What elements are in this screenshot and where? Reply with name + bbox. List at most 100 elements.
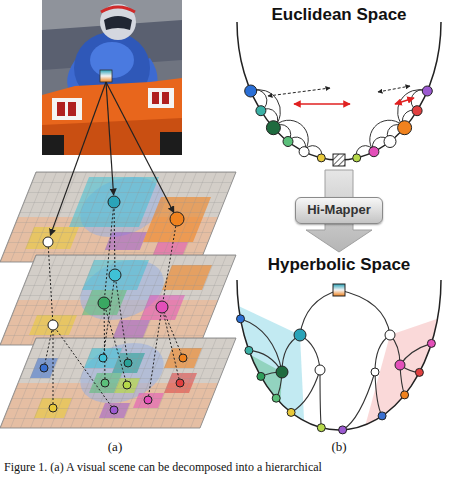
embedding-dot xyxy=(333,154,345,166)
kart-photo xyxy=(152,92,159,104)
feature-layer xyxy=(0,172,236,262)
photo-link xyxy=(50,82,174,235)
photo-link xyxy=(106,82,174,213)
segment-dot xyxy=(49,404,57,412)
tree-node xyxy=(317,424,325,432)
segment-dot xyxy=(48,320,58,330)
feature-layer xyxy=(0,255,236,345)
mapping-arrow xyxy=(306,170,372,252)
tree-node xyxy=(427,339,435,347)
layer-link xyxy=(53,325,114,410)
tree-node xyxy=(237,284,436,434)
space-boundary xyxy=(237,280,441,430)
layer-link xyxy=(104,303,105,383)
embedding-dot xyxy=(412,106,422,116)
tree-node xyxy=(401,391,409,399)
panel-tag: (a) xyxy=(108,439,122,455)
embedding-dot xyxy=(317,154,325,162)
layer-link xyxy=(104,202,114,303)
tree-node xyxy=(395,360,405,370)
embedding-dot xyxy=(398,121,412,135)
tree-branch xyxy=(300,290,339,335)
segment-dot xyxy=(156,301,168,313)
kart-photo xyxy=(148,88,174,108)
feature-layer xyxy=(0,255,236,345)
segment-dot xyxy=(109,269,121,281)
layer-link xyxy=(104,303,127,385)
tree-node xyxy=(371,368,379,376)
tree-branch xyxy=(291,370,320,412)
layer-link xyxy=(148,307,162,400)
segment-dot xyxy=(170,212,184,226)
layer-link xyxy=(44,325,53,368)
kart-photo xyxy=(160,132,182,155)
tree-node xyxy=(385,330,395,340)
embedding-dot xyxy=(369,147,379,157)
segment-dot xyxy=(123,381,131,389)
embedding-dot xyxy=(283,137,293,147)
distance-arrow xyxy=(294,103,350,105)
feature-layer xyxy=(0,338,236,428)
distance-arrow xyxy=(395,98,414,104)
segment-dot xyxy=(98,297,110,309)
layer-link xyxy=(53,325,54,408)
embedding-dot xyxy=(422,86,432,96)
kart-photo xyxy=(42,118,182,155)
subtree-wedge xyxy=(239,306,438,425)
layer-link xyxy=(114,202,115,275)
tree-node xyxy=(257,372,265,380)
tree-node xyxy=(245,346,253,354)
tree-node xyxy=(378,412,386,420)
kart-photo xyxy=(42,0,182,155)
embedding-dot xyxy=(299,147,309,157)
tree-branch xyxy=(241,290,432,430)
photo-link xyxy=(106,82,114,195)
tree-branch xyxy=(241,319,283,372)
layer-link xyxy=(48,242,53,325)
tree-node xyxy=(287,408,295,416)
tree-node xyxy=(339,426,347,434)
embedding-dot xyxy=(245,85,433,166)
segment-dot xyxy=(101,379,109,387)
distance-arrow xyxy=(268,88,330,96)
photo-link xyxy=(50,82,106,235)
layer-link xyxy=(162,307,180,383)
tree-branch xyxy=(375,372,382,416)
segment-dot xyxy=(40,196,187,414)
segment-dot xyxy=(144,396,152,404)
embedding-dot xyxy=(245,85,257,97)
segment-dot xyxy=(124,359,132,367)
embedding-dot xyxy=(384,136,396,148)
subtree-wedge xyxy=(365,319,437,425)
embedding-dot xyxy=(256,106,266,116)
tree-node xyxy=(272,394,280,402)
space-boundary xyxy=(237,22,441,160)
tree-branch xyxy=(339,290,390,335)
tree-branch xyxy=(320,370,321,428)
space-title: Euclidean Space xyxy=(271,5,406,25)
hierarchy-arc xyxy=(251,90,428,158)
tree-branch xyxy=(343,372,375,430)
tree-node xyxy=(237,315,245,323)
kart-photo xyxy=(104,16,132,30)
segment-dot xyxy=(110,406,118,414)
subtree-wedge xyxy=(251,355,282,403)
kart-photo xyxy=(68,102,76,116)
subtree-wedge xyxy=(239,306,305,421)
kart-photo xyxy=(42,78,182,155)
segment-dot xyxy=(176,379,184,387)
tree-branch xyxy=(375,335,390,372)
feature-layer xyxy=(0,255,236,345)
segment-dot xyxy=(108,196,120,208)
tree-node xyxy=(276,366,288,378)
space-title: Hyperbolic Space xyxy=(268,255,411,275)
layer-link xyxy=(162,219,177,307)
feature-layer xyxy=(0,172,236,262)
kart-photo xyxy=(57,102,65,116)
kart-photo xyxy=(42,0,182,155)
layer-link xyxy=(44,202,183,410)
embedding-dot xyxy=(353,154,361,162)
segment-dot xyxy=(43,237,53,247)
